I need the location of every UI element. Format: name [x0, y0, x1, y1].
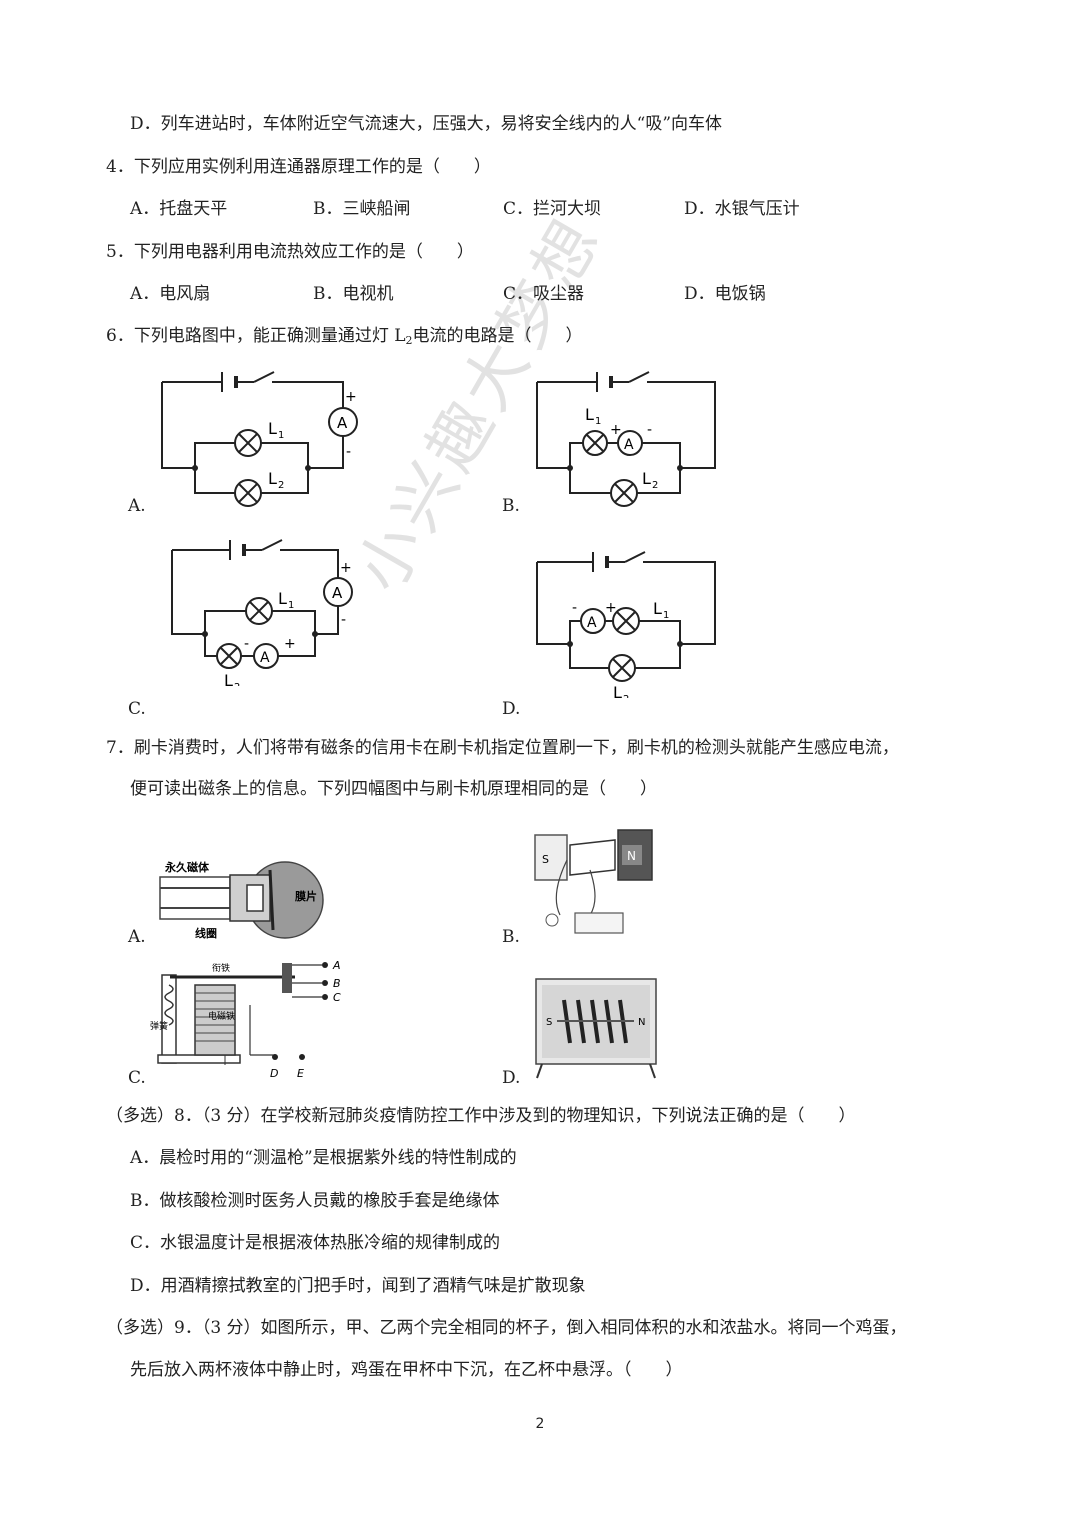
q8-option-a: A．晨检时用的“测温枪”是根据紫外线的特性制成的: [130, 1148, 517, 1168]
svg-text:A: A: [332, 959, 341, 972]
svg-text:弹簧: 弹簧: [150, 1020, 168, 1032]
q6-label-a: A.: [128, 496, 146, 516]
svg-text:2: 2: [278, 480, 284, 491]
q5-option-b: B．电视机: [313, 284, 394, 304]
q8-option-b: B．做核酸检测时医务人员戴的橡胶手套是绝缘体: [130, 1191, 500, 1211]
svg-text:1: 1: [278, 430, 284, 441]
circuit-d: A - + L1 L2: [525, 548, 725, 705]
q6-stem: 6．下列电路图中，能正确测量通过灯 L2电流的电路是（ ）: [106, 326, 583, 347]
svg-text:电磁铁: 电磁铁: [208, 1010, 235, 1022]
q5-option-c: C．吸尘器: [503, 284, 585, 304]
q6-label-b: B.: [502, 496, 520, 516]
q5-option-a: A．电风扇: [130, 284, 211, 304]
circuit-c: A + - A - + L1 L2: [160, 536, 370, 693]
svg-text:-: -: [346, 444, 351, 460]
q4-option-a: A．托盘天平: [130, 199, 228, 219]
q9-stem-line1: （多选）9．（3 分）如图所示，甲、乙两个完全相同的杯子，倒入相同体积的水和浓盐…: [106, 1318, 907, 1338]
figure-relay: 衔铁 弹簧 电磁铁 A B C D E: [150, 955, 355, 1085]
ammeter-label: A: [337, 414, 348, 432]
svg-text:B: B: [333, 977, 341, 990]
svg-text:-: -: [572, 600, 577, 616]
q4-option-c: C．拦河大坝: [503, 199, 602, 219]
svg-text:D: D: [270, 1067, 278, 1080]
svg-text:S: S: [542, 853, 549, 866]
svg-text:L: L: [278, 589, 287, 608]
q7-label-b: B.: [502, 927, 520, 947]
q6-label-d: D.: [502, 699, 521, 719]
q3-option-d: D．列车进站时，车体附近空气流速大，压强大，易将安全线内的人“吸”向车体: [130, 114, 723, 134]
svg-text:E: E: [297, 1067, 304, 1080]
svg-text:2: 2: [234, 682, 240, 686]
svg-text:-: -: [244, 636, 249, 652]
q8-option-c: C．水银温度计是根据液体热胀冷缩的规律制成的: [130, 1233, 501, 1253]
svg-text:L: L: [268, 419, 277, 438]
svg-text:L: L: [268, 469, 277, 488]
svg-text:+: +: [605, 600, 617, 616]
svg-text:L: L: [224, 671, 233, 686]
svg-text:1: 1: [663, 610, 669, 621]
q8-option-d: D．用酒精擦拭教室的门把手时，闻到了酒精气味是扩散现象: [130, 1276, 586, 1296]
page-number: 2: [535, 1416, 545, 1432]
svg-text:永久磁体: 永久磁体: [164, 860, 210, 874]
svg-text:L: L: [585, 405, 594, 424]
svg-text:1: 1: [595, 416, 601, 427]
q7-stem-line1: 7．刷卡消费时，人们将带有磁条的信用卡在刷卡机指定位置刷一下，刷卡机的检测头就能…: [106, 738, 899, 758]
svg-text:A: A: [332, 584, 343, 602]
q5-stem: 5．下列用电器利用电流热效应工作的是（ ）: [106, 242, 474, 262]
svg-text:A: A: [624, 437, 634, 453]
svg-text:A: A: [260, 650, 270, 666]
q8-stem: （多选）8．（3 分）在学校新冠肺炎疫情防控工作中涉及到的物理知识，下列说法正确…: [106, 1106, 856, 1126]
svg-text:C: C: [333, 991, 341, 1004]
svg-text:+: +: [610, 422, 622, 438]
q4-option-d: D．水银气压计: [684, 199, 800, 219]
q7-label-d: D.: [502, 1068, 521, 1088]
figure-solenoid: S N: [532, 975, 662, 1085]
svg-text:+: +: [345, 389, 357, 405]
q7-label-a: A.: [128, 927, 146, 947]
svg-text:N: N: [627, 849, 636, 863]
q9-stem-line2: 先后放入两杯液体中静止时，鸡蛋在甲杯中下沉，在乙杯中悬浮。（ ）: [130, 1360, 683, 1380]
figure-microphone: 永久磁体 线圈 膜片: [155, 855, 330, 950]
q7-label-c: C.: [128, 1068, 146, 1088]
svg-text:2: 2: [623, 694, 629, 698]
q7-stem-line2: 便可读出磁条上的信息。下列四幅图中与刷卡机原理相同的是（ ）: [130, 779, 657, 799]
svg-text:-: -: [341, 612, 346, 628]
svg-text:+: +: [284, 636, 296, 652]
svg-text:线圈: 线圈: [195, 926, 217, 940]
figure-magnet-coil: S N: [530, 815, 660, 950]
svg-text:L: L: [653, 599, 662, 618]
svg-text:L: L: [642, 469, 651, 488]
svg-text:膜片: 膜片: [295, 889, 317, 903]
svg-text:S: S: [546, 1017, 552, 1028]
q4-option-b: B．三峡船闸: [313, 199, 411, 219]
svg-text:+: +: [340, 560, 352, 576]
svg-text:-: -: [647, 422, 652, 438]
svg-text:衔铁: 衔铁: [212, 962, 230, 974]
svg-text:2: 2: [652, 480, 658, 491]
q5-option-d: D．电饭锅: [684, 284, 766, 304]
svg-text:1: 1: [288, 600, 294, 611]
q4-stem: 4．下列应用实例利用连通器原理工作的是（ ）: [106, 157, 491, 177]
svg-text:L: L: [613, 683, 622, 698]
svg-text:N: N: [638, 1017, 645, 1028]
q6-label-c: C.: [128, 699, 146, 719]
svg-text:A: A: [587, 615, 597, 631]
